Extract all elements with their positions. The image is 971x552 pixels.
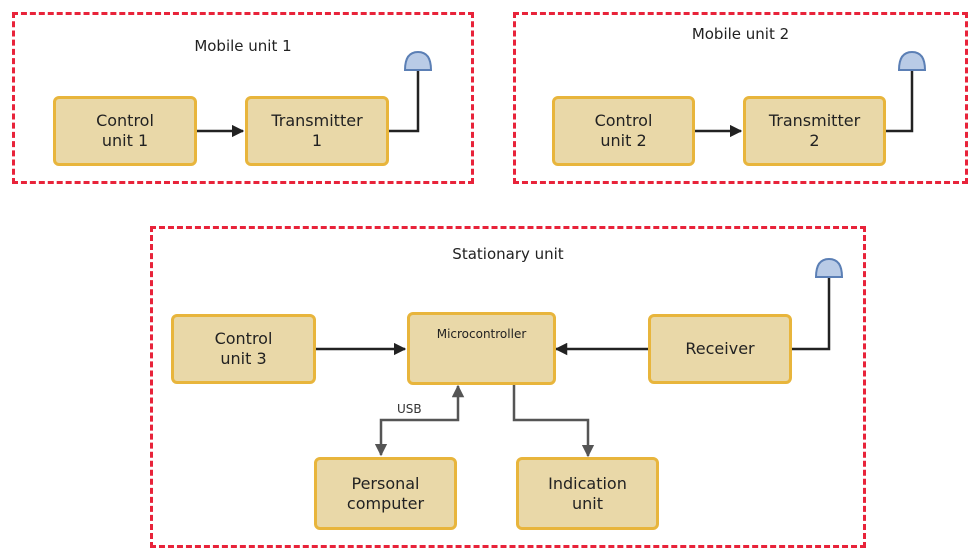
wire-transmitter1-to-antenna [389, 70, 420, 133]
antenna-icon [403, 50, 433, 71]
antenna-icon [814, 257, 844, 278]
microcontroller-block: Microcontroller [407, 312, 556, 385]
stationary-unit-group: Stationary unit [150, 226, 866, 548]
usb-link-pc-microcontroller [374, 384, 465, 457]
control-unit-2-block: Control unit 2 [552, 96, 695, 166]
indication-unit-block: Indication unit [516, 457, 659, 530]
personal-computer-block: Personal computer [314, 457, 457, 530]
wire-antenna-to-receiver [792, 277, 831, 351]
mobile-unit-2-title: Mobile unit 2 [691, 25, 790, 43]
mobile-unit-1-group: Mobile unit 1 [12, 12, 474, 184]
control-unit-3-block: Control unit 3 [171, 314, 316, 384]
receiver-block: Receiver [648, 314, 792, 384]
wire-transmitter2-to-antenna [886, 70, 914, 133]
stationary-unit-title: Stationary unit [452, 245, 564, 263]
arrow-microcontroller-to-indication [512, 385, 595, 458]
mobile-unit-2-group: Mobile unit 2 [513, 12, 968, 184]
transmitter-1-block: Transmitter 1 [245, 96, 389, 166]
control-unit-1-block: Control unit 1 [53, 96, 197, 166]
mobile-unit-1-title: Mobile unit 1 [194, 37, 292, 55]
antenna-icon [897, 50, 927, 71]
transmitter-2-block: Transmitter 2 [743, 96, 886, 166]
usb-label: USB [397, 402, 422, 416]
